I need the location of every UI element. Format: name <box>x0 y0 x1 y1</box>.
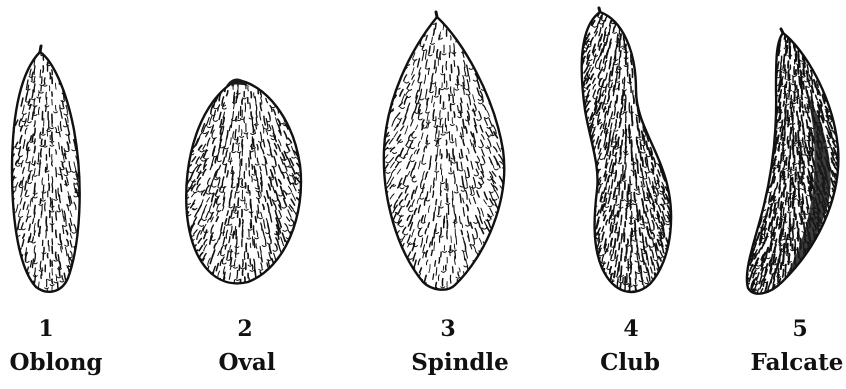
shape-number-1: 1 <box>38 316 53 342</box>
shape-name-club: Club <box>600 349 660 377</box>
shape-name-oval: Oval <box>218 349 275 377</box>
shape-number-2: 2 <box>237 316 252 342</box>
shape-number-5: 5 <box>792 316 807 342</box>
shape-number-3: 3 <box>440 316 455 342</box>
spindle-seed-drawing <box>374 12 516 301</box>
shape-number-4: 4 <box>623 316 638 342</box>
shape-name-falcate: Falcate <box>751 349 844 377</box>
shape-name-spindle: Spindle <box>411 349 509 377</box>
oval-seed-drawing <box>177 76 312 296</box>
oblong-seed-drawing <box>4 46 84 305</box>
falcate-seed-drawing <box>738 29 845 306</box>
shape-name-oblong: Oblong <box>10 349 103 377</box>
club-seed-drawing <box>574 8 678 307</box>
